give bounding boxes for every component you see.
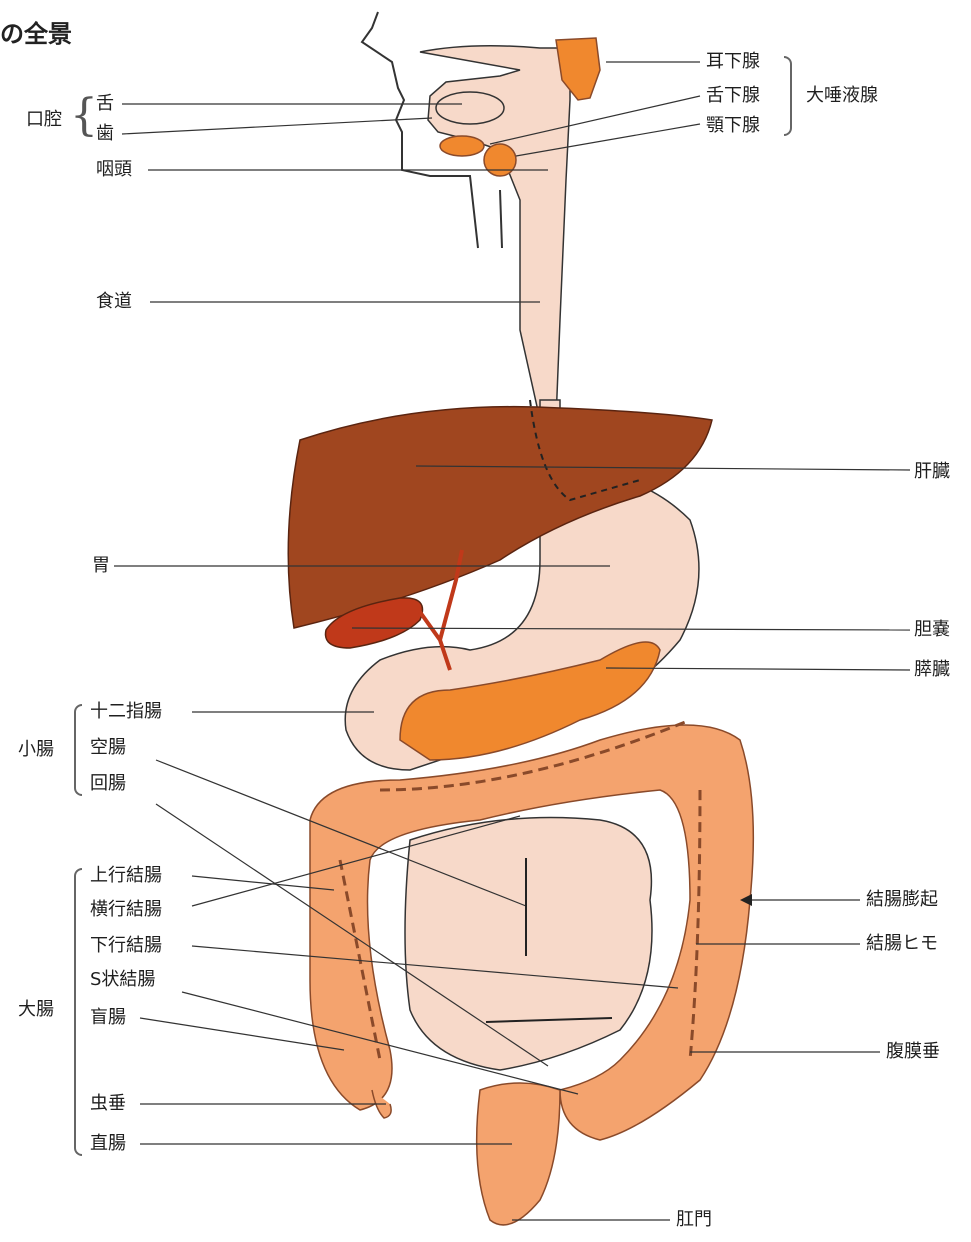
label-parotid: 耳下腺 bbox=[706, 52, 760, 72]
mouth-brace: { bbox=[70, 94, 98, 138]
label-ileum: 回腸 bbox=[90, 774, 126, 794]
label-appendix: 虫垂 bbox=[90, 1094, 126, 1114]
label-esophagus: 食道 bbox=[96, 292, 132, 312]
salivary-brace bbox=[784, 56, 792, 136]
label-pharynx: 咽頭 bbox=[96, 160, 132, 180]
label-taenia: 結腸ヒモ bbox=[866, 934, 938, 954]
label-rectum: 直腸 bbox=[90, 1134, 126, 1154]
small-intestine-shape bbox=[405, 818, 652, 1071]
group-large-intestine-label: 大腸 bbox=[18, 1000, 54, 1020]
group-mouth-label: 口腔 bbox=[26, 110, 62, 130]
label-pancreas: 膵臓 bbox=[914, 660, 950, 680]
large-intestine-brace bbox=[74, 868, 82, 1156]
label-tongue: 舌 bbox=[96, 94, 114, 114]
label-teeth: 歯 bbox=[96, 124, 114, 144]
label-sublingual: 舌下腺 bbox=[706, 86, 760, 106]
sublingual-gland-shape bbox=[440, 136, 484, 156]
label-descending-colon: 下行結腸 bbox=[90, 936, 162, 956]
label-stomach: 胃 bbox=[92, 556, 110, 576]
label-duodenum: 十二指腸 bbox=[90, 702, 162, 722]
submandibular-gland-shape bbox=[484, 144, 516, 176]
label-omental-appendices: 腹膜垂 bbox=[886, 1042, 940, 1062]
label-submandibular: 顎下腺 bbox=[706, 116, 760, 136]
page-title: の全景 bbox=[0, 14, 72, 49]
rectum-shape bbox=[477, 1083, 560, 1225]
group-salivary-label: 大唾液腺 bbox=[806, 86, 878, 106]
label-cecum: 盲腸 bbox=[90, 1008, 126, 1028]
label-anus: 肛門 bbox=[676, 1210, 712, 1230]
group-small-intestine-label: 小腸 bbox=[18, 740, 54, 760]
label-sigmoid-colon: S状結腸 bbox=[90, 970, 155, 990]
label-transverse-colon: 横行結腸 bbox=[90, 900, 162, 920]
label-haustra: 結腸膨起 bbox=[866, 890, 938, 910]
small-intestine-brace bbox=[74, 704, 82, 796]
tongue-shape bbox=[436, 92, 504, 124]
label-liver: 肝臓 bbox=[914, 462, 950, 482]
label-jejunum: 空腸 bbox=[90, 738, 126, 758]
label-ascending-colon: 上行結腸 bbox=[90, 866, 162, 886]
label-gallbladder: 胆嚢 bbox=[914, 620, 950, 640]
